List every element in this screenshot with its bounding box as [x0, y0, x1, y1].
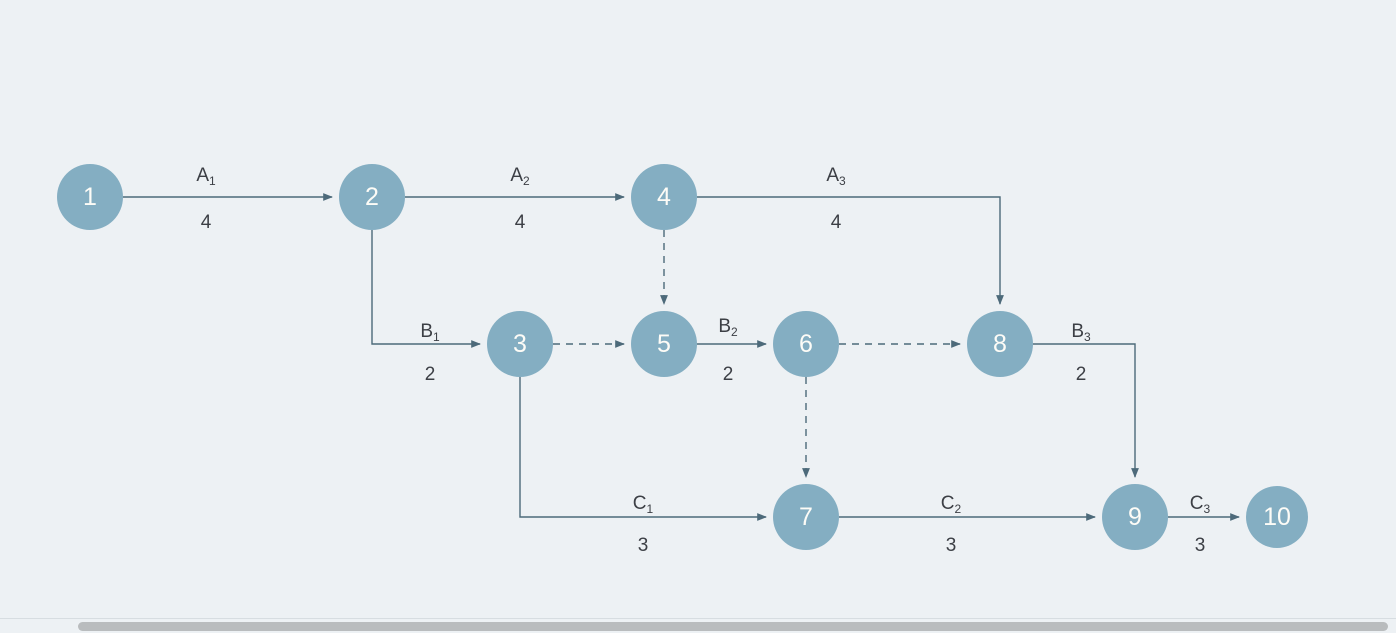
node-6-circle[interactable] [773, 311, 839, 377]
node-5-circle[interactable] [631, 311, 697, 377]
edge-weight-B3: 2 [1076, 364, 1087, 385]
node-3[interactable]: 3 [487, 311, 553, 377]
node-8-circle[interactable] [967, 311, 1033, 377]
edge-label-A2: A2 [510, 165, 530, 188]
edge-weight-A1: 4 [201, 212, 212, 233]
nodes-layer: 1 2 3 4 5 6 [57, 164, 1308, 550]
node-2[interactable]: 2 [339, 164, 405, 230]
edge-4-to-8[interactable] [697, 196, 1004, 305]
edge-weight-C2: 3 [946, 535, 957, 556]
edge-labels-layer: A1 4 A2 4 A3 4 B1 2 B2 2 B3 2 C1 3 C2 3 … [196, 165, 1210, 556]
node-2-circle[interactable] [339, 164, 405, 230]
node-6[interactable]: 6 [773, 311, 839, 377]
edge-weight-C3: 3 [1195, 535, 1206, 556]
edge-label-A3: A3 [826, 165, 846, 188]
edge-label-B2: B2 [718, 316, 738, 339]
node-3-circle[interactable] [487, 311, 553, 377]
node-7[interactable]: 7 [773, 484, 839, 550]
edge-3-to-7[interactable] [519, 377, 767, 521]
edge-weight-A2: 4 [515, 212, 526, 233]
edge-label-C3: C3 [1190, 493, 1211, 516]
edge-weight-C1: 3 [638, 535, 649, 556]
edge-label-C1: C1 [633, 493, 654, 516]
edge-2-to-3[interactable] [371, 230, 481, 348]
edge-label-C2: C2 [941, 493, 962, 516]
edge-label-B3: B3 [1071, 321, 1091, 344]
edges-layer [123, 193, 1240, 521]
edge-weight-B2: 2 [723, 364, 734, 385]
node-8[interactable]: 8 [967, 311, 1033, 377]
node-9-circle[interactable] [1102, 484, 1168, 550]
node-7-circle[interactable] [773, 484, 839, 550]
edge-weight-A3: 4 [831, 212, 842, 233]
node-4[interactable]: 4 [631, 164, 697, 230]
node-9[interactable]: 9 [1102, 484, 1168, 550]
horizontal-scrollbar-thumb[interactable] [78, 622, 1388, 631]
edge-8-to-9[interactable] [1033, 343, 1139, 478]
node-10-circle[interactable] [1246, 486, 1308, 548]
edge-weight-B1: 2 [425, 364, 436, 385]
node-10[interactable]: 10 [1246, 486, 1308, 548]
node-4-circle[interactable] [631, 164, 697, 230]
node-1-circle[interactable] [57, 164, 123, 230]
node-1[interactable]: 1 [57, 164, 123, 230]
horizontal-scrollbar[interactable] [0, 618, 1396, 633]
edge-label-A1: A1 [196, 165, 216, 188]
edge-label-B1: B1 [420, 321, 440, 344]
node-5[interactable]: 5 [631, 311, 697, 377]
